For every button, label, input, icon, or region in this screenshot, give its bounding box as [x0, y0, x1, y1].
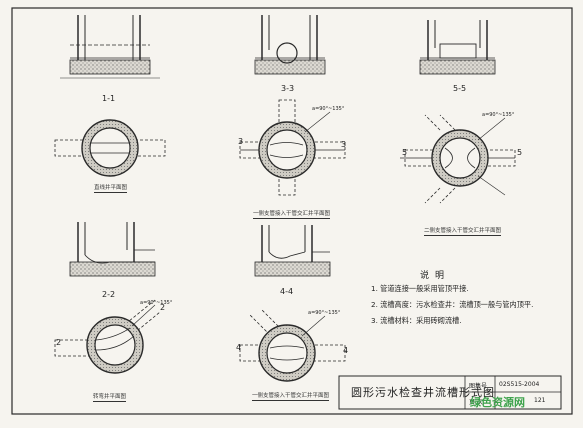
page-number: 121: [534, 397, 546, 404]
section-label-1-1: 1-1: [102, 94, 116, 103]
notes-title: 说明: [420, 271, 451, 281]
section-5-5: [419, 20, 496, 75]
caption-straight-well: 直线井平面图: [94, 185, 128, 193]
caption-one-side: 一侧支管接入干管交汇井平面图: [253, 211, 331, 219]
section-4-4: [254, 225, 331, 277]
atlas-label: 图集号: [469, 383, 488, 390]
plan-bend-well: [54, 299, 161, 374]
angle-label-2: a=90°~135°: [140, 300, 173, 306]
note-item: 3. 流槽材料：采用砖砌流槽.: [371, 316, 462, 325]
cut-marker-2-right: 2: [160, 303, 166, 312]
plan-two-side-branch: [400, 114, 516, 204]
caption-bend-well: 转弯井平面图: [93, 394, 127, 402]
cut-marker-4-right: 4: [343, 346, 349, 355]
title-block-frame: [338, 375, 562, 410]
title-block: 圆形污水检查井流槽形式图 图集号 02S515-2004 页 次 121: [339, 376, 561, 409]
cut-marker-5-left: 5: [402, 148, 408, 157]
plan-one-side-branch: [239, 99, 346, 196]
sheet-frame: [11, 7, 573, 415]
section-label-5-5: 5-5: [453, 84, 467, 93]
cut-marker-5-right: 5: [517, 148, 523, 157]
page-label: 页 次: [469, 399, 483, 406]
watermark-text: 绿色资源网: [470, 396, 525, 409]
cut-marker-2-left: 2: [56, 338, 62, 347]
cut-marker-3-left: 3: [238, 137, 244, 146]
section-label-4-4: 4-4: [280, 287, 294, 296]
section-label-3-3: 3-3: [281, 84, 295, 93]
section-3-3: [254, 15, 326, 75]
plan-one-side-branch-b: [239, 309, 346, 382]
caption-two-side: 二侧支管接入干管交汇井平面图: [424, 228, 502, 236]
angle-label-4: a=90°~135°: [308, 310, 341, 316]
atlas-number: 02S515-2004: [499, 381, 540, 388]
angle-label-3: a=90°~135°: [312, 106, 345, 112]
note-item: 1. 管道连接一般采用管顶平接.: [371, 284, 469, 293]
section-1-1: [60, 15, 160, 79]
section-label-2-2: 2-2: [102, 290, 116, 299]
cut-marker-4-left: 4: [236, 343, 242, 352]
angle-label-5: a=90°~135°: [482, 112, 515, 118]
section-2-2: [69, 222, 156, 277]
drawing-title: 圆形污水检查井流槽形式图: [351, 386, 495, 399]
plan-straight-well: [54, 119, 166, 177]
caption-one-side-b: 一侧支管接入干管交汇井平面图: [252, 393, 330, 401]
cut-marker-3-right: 3: [341, 140, 347, 149]
note-item: 2. 流槽高度：污水检查井：流槽顶一般与管内顶平.: [371, 300, 534, 309]
